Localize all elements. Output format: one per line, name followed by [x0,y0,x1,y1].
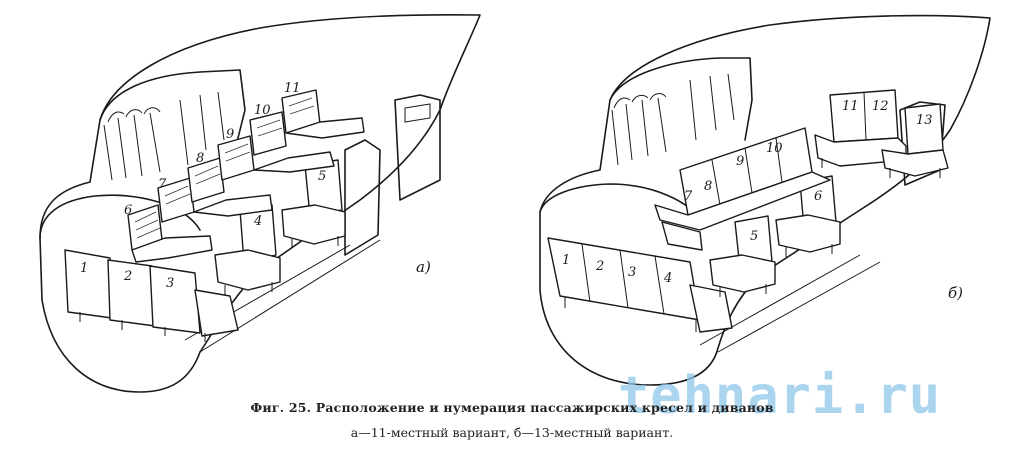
seat-label: 4 [253,214,262,229]
seat-label: 7 [158,177,167,192]
seat-label: 11 [842,99,859,114]
seat-label: 2 [595,259,604,274]
seat-label: 5 [750,229,758,244]
seat-label: 13 [916,113,933,128]
seat-label: 1 [80,261,88,276]
armchair-5-a [281,159,346,248]
seat-label: 1 [562,253,570,268]
seat-label: 6 [124,203,132,218]
watermark: tehnari.ru [618,366,942,426]
fuselage-shell-a [39,13,481,393]
seat-label: 6 [814,189,822,204]
seat-label: 5 [318,169,326,184]
fuselage-shell-b [539,14,991,386]
armchair-13-b [881,103,949,178]
armchair-5-b [709,215,776,297]
figure-caption-title: Фиг. 25. Расположение и нумерация пассаж… [250,400,774,415]
seat-label: 9 [226,127,234,142]
seat-label: 8 [196,151,204,166]
variant-b-label: б) [948,284,963,302]
seat-block-6-11-a [127,89,365,263]
seat-label: 3 [628,265,636,280]
seat-label: 10 [254,103,271,118]
cabin-variant-a: 1 2 3 4 5 6 7 8 9 10 11 а) [39,13,481,393]
seat-label: 9 [736,154,744,169]
armchair-6-b [775,175,841,257]
sofa-1-4-b [547,237,733,333]
seat-label: 2 [123,269,132,284]
cabin-variant-b: 1 2 3 4 5 6 7 8 9 10 11 12 13 б) [539,14,991,386]
armchair-4-a [214,204,281,295]
figure-caption-legend: а—11-местный вариант, б—13-местный вариа… [350,425,674,440]
seat-label: 7 [684,189,693,204]
seat-row-1-3-a [64,249,239,342]
seat-label: 12 [872,99,889,114]
seat-label: 8 [704,179,712,194]
variant-a-label: а) [416,258,431,276]
sofa-7-10-b [654,127,831,251]
seat-label: 11 [284,81,301,96]
seat-label: 4 [663,271,672,286]
seat-label: 3 [166,276,174,291]
seat-label: 10 [766,141,783,156]
